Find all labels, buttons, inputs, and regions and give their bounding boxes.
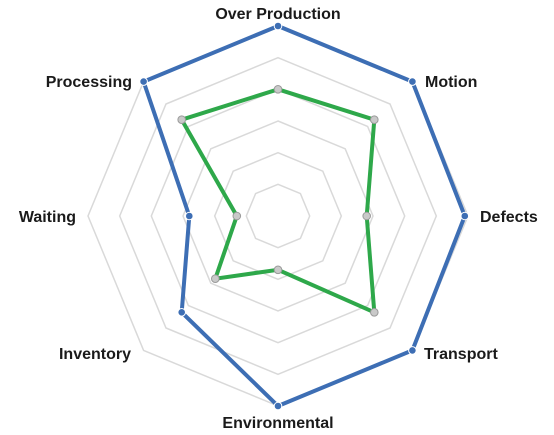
series-2-point-2	[362, 211, 372, 221]
axis-label-inventory: Inventory	[59, 346, 131, 363]
label-layer: Over Production Motion Defects Transport…	[19, 6, 538, 432]
axis-label-motion: Motion	[425, 74, 477, 91]
grid-ring-3	[182, 120, 374, 312]
series-2-point-0	[273, 85, 283, 94]
series-1-point-6	[185, 211, 194, 221]
axis-label-defects: Defects	[480, 209, 538, 226]
grid-ring-2	[213, 151, 343, 281]
series-2-point-4	[273, 265, 283, 275]
series-1-point-5	[177, 308, 186, 317]
axis-label-environmental: Environmental	[222, 415, 333, 432]
series-2-point-7	[177, 115, 186, 124]
axis-label-over-production: Over Production	[215, 6, 340, 23]
axis-label-transport: Transport	[424, 346, 498, 363]
series-layer	[139, 21, 470, 411]
series-1-point-2	[460, 211, 470, 221]
series-1-point-0	[273, 21, 283, 31]
series-2-point-6	[232, 211, 242, 221]
series-1-point-3	[408, 346, 417, 355]
series-2-point-1	[370, 115, 379, 124]
axis-label-waiting: Waiting	[19, 209, 76, 226]
series-1-point-4	[273, 401, 283, 411]
grid-ring-4	[150, 88, 406, 344]
axis-label-processing: Processing	[46, 74, 132, 91]
series-2-point-3	[370, 308, 379, 317]
series-1-point-7	[139, 77, 148, 86]
series-1-point-1	[408, 77, 417, 86]
series-2-point-5	[211, 274, 220, 284]
grid-ring-1	[245, 183, 311, 249]
grid-ring-5	[118, 56, 438, 376]
